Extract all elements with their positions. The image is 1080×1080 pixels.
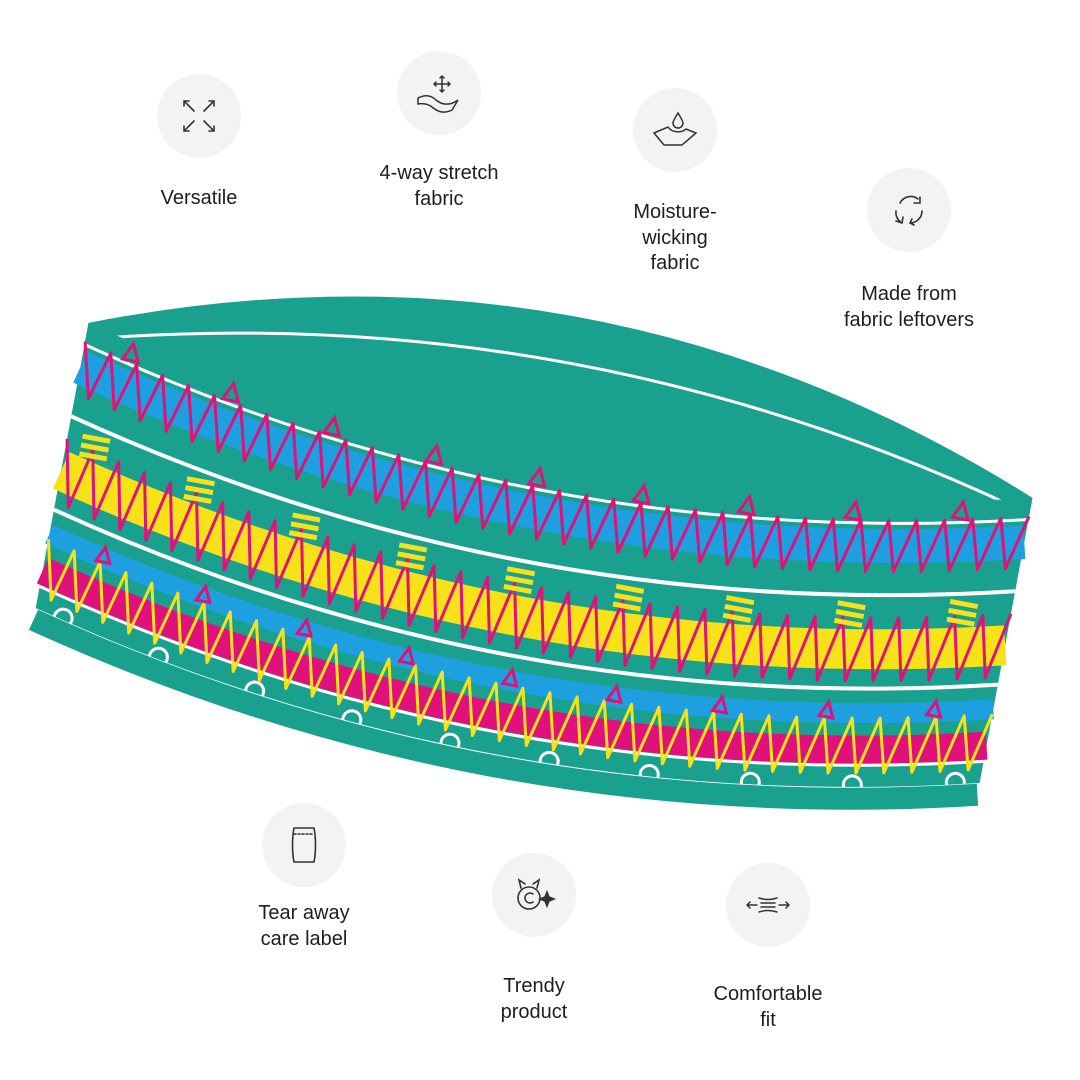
dash-pattern bbox=[183, 493, 212, 504]
headband-stripe bbox=[45, 525, 994, 724]
dash-pattern bbox=[722, 612, 752, 623]
comfortable-fit-icon bbox=[726, 863, 810, 947]
headband-stripe bbox=[73, 351, 1026, 564]
dash-pattern bbox=[78, 451, 108, 462]
triangle-pattern bbox=[630, 481, 652, 506]
feature-moisture-wicking: Moisture- wicking fabric bbox=[565, 88, 785, 274]
headband-stripe bbox=[39, 585, 984, 767]
feature-label: Moisture- wicking fabric bbox=[633, 201, 717, 274]
triangle-pattern bbox=[735, 493, 757, 517]
feature-label: Versatile bbox=[160, 187, 238, 209]
headband-stripe bbox=[83, 343, 1029, 525]
water-drop-fabric-icon bbox=[633, 88, 717, 172]
triangle-pattern bbox=[119, 340, 141, 364]
feature-trendy-product: Trendy product bbox=[424, 853, 644, 1023]
care-label-icon bbox=[262, 803, 346, 887]
triangle-pattern bbox=[93, 543, 112, 566]
zigzag-pattern bbox=[65, 438, 1013, 683]
arrows-expand-icon bbox=[157, 74, 241, 158]
dash-pattern bbox=[946, 616, 975, 627]
dash-pattern bbox=[395, 560, 424, 571]
dash-pattern bbox=[612, 601, 641, 612]
triangle-pattern bbox=[949, 498, 971, 522]
triangle-pattern bbox=[219, 380, 241, 404]
triangle-pattern bbox=[709, 693, 729, 715]
dash-pattern bbox=[292, 512, 321, 523]
zigzag-pattern bbox=[46, 539, 994, 775]
dash-pattern bbox=[615, 583, 645, 594]
dash-pattern bbox=[833, 617, 863, 628]
feature-label: Made from fabric leftovers bbox=[843, 283, 975, 331]
dash-pattern bbox=[184, 485, 214, 496]
triangle-pattern bbox=[604, 682, 623, 705]
dash-pattern bbox=[80, 442, 109, 453]
zigzag-pattern bbox=[83, 341, 1031, 574]
triangle-pattern bbox=[193, 583, 212, 605]
dash-pattern bbox=[397, 551, 426, 562]
triangle-pattern bbox=[396, 644, 416, 666]
headband-stripe bbox=[52, 452, 1007, 670]
feature-label: Tear away care label bbox=[258, 902, 350, 950]
feature-versatile: Versatile bbox=[89, 74, 309, 209]
headband-stripe bbox=[53, 507, 998, 691]
triangle-pattern bbox=[816, 698, 835, 720]
dash-pattern bbox=[186, 476, 215, 487]
headband-bottom-edge bbox=[28, 609, 979, 810]
headband-stripe bbox=[36, 557, 988, 764]
feature-4-way-stretch: 4-way stretch fabric bbox=[329, 51, 549, 210]
triangle-pattern bbox=[423, 442, 444, 467]
triangle-pattern bbox=[500, 666, 519, 688]
triangle-pattern bbox=[294, 616, 314, 638]
dash-pattern bbox=[837, 600, 866, 611]
feature-label: 4-way stretch fabric bbox=[379, 162, 499, 210]
triangle-pattern bbox=[842, 498, 863, 523]
trendy-sparkle-icon bbox=[492, 853, 576, 937]
dash-pattern bbox=[835, 609, 865, 620]
triangle-pattern bbox=[321, 414, 342, 438]
dash-pattern bbox=[614, 592, 643, 603]
headband-stripe bbox=[70, 414, 1016, 598]
stretch-fabric-icon bbox=[397, 51, 481, 135]
dash-pattern bbox=[949, 599, 979, 610]
feature-comfortable-fit: Comfortable fit bbox=[658, 863, 878, 1031]
dash-pattern bbox=[398, 542, 428, 553]
dash-pattern bbox=[503, 583, 532, 595]
feature-fabric-leftovers: Made from fabric leftovers bbox=[799, 168, 1019, 331]
feature-label: Trendy product bbox=[500, 975, 568, 1023]
dash-pattern bbox=[725, 595, 755, 606]
dash-pattern bbox=[948, 607, 977, 618]
dash-pattern bbox=[506, 566, 536, 577]
feature-tear-away-label: Tear away care label bbox=[194, 803, 414, 950]
dash-pattern bbox=[505, 575, 534, 586]
dash-pattern bbox=[288, 530, 318, 541]
headband-back-edge bbox=[95, 331, 1021, 512]
headband-back bbox=[84, 296, 1033, 522]
dash-pattern bbox=[290, 521, 319, 532]
recycle-icon bbox=[867, 168, 951, 252]
dash-pattern bbox=[724, 603, 753, 614]
feature-label: Comfortable fit bbox=[713, 983, 823, 1031]
triangle-pattern bbox=[526, 465, 547, 489]
triangle-pattern bbox=[923, 697, 943, 720]
dash-pattern bbox=[82, 433, 111, 444]
